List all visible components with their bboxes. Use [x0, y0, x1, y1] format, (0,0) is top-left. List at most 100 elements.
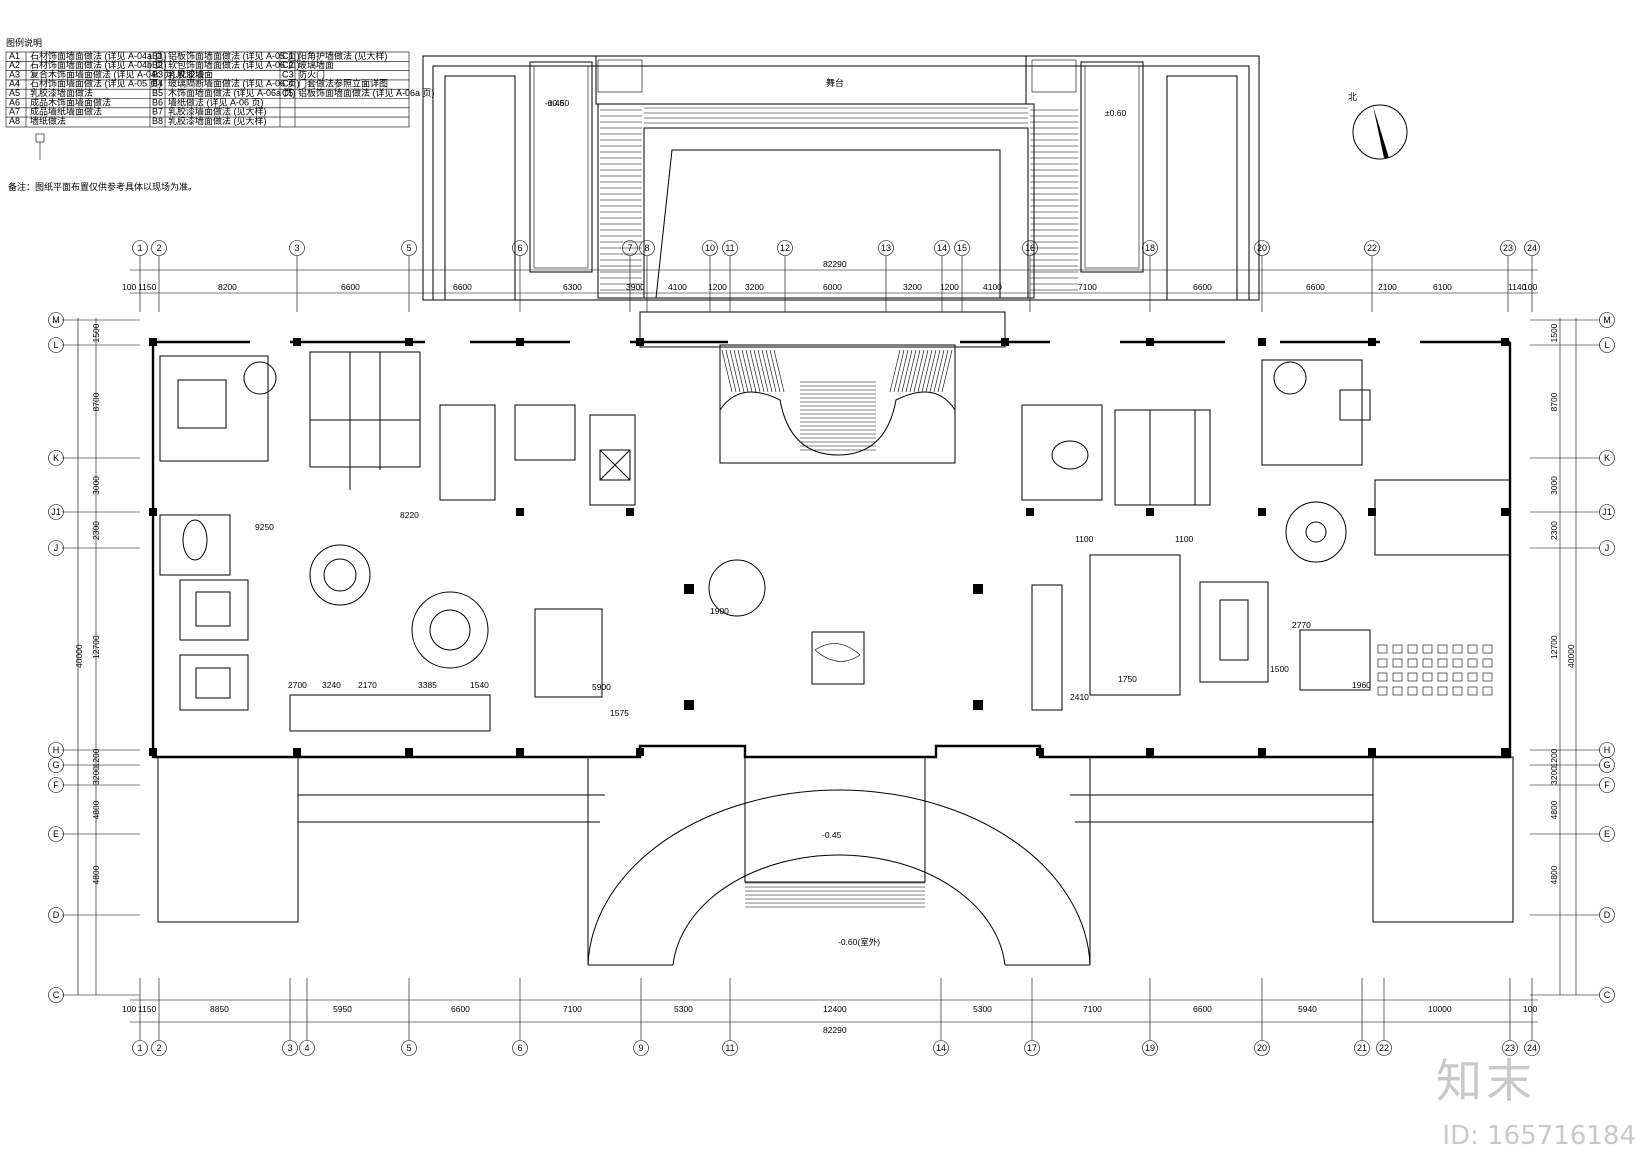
- axis-label: 22: [1379, 1043, 1389, 1053]
- legend-cell: 石材饰面墙面做法 (详见 A-04b 页): [30, 59, 167, 70]
- elev-label-2: -0.45: [545, 98, 565, 108]
- legend-cell: B7: [152, 107, 163, 117]
- legend-cell: A6: [9, 97, 20, 107]
- axis-bubble: [1024, 1040, 1040, 1056]
- axis-label: 21: [1357, 1043, 1367, 1053]
- axis-label: 11: [725, 1043, 734, 1053]
- axis-bubble: [1142, 1040, 1158, 1056]
- top-total: 82290: [823, 259, 847, 269]
- legend-cell: 乳胶漆墙面做法 (见大样): [168, 106, 267, 117]
- axis-bubble: [401, 240, 417, 256]
- dimension-text: 1200: [91, 748, 101, 767]
- legend-cell: 软包饰面墙面做法 (详见 A-06 页): [168, 59, 300, 70]
- axis-label: J1: [51, 507, 61, 517]
- axis-label: 12: [780, 243, 790, 253]
- dimension-text: 3000: [91, 476, 101, 495]
- dimension-text: 1200: [708, 282, 727, 292]
- stage-label: 舞台: [826, 77, 844, 88]
- dimension-text: 1500: [1270, 664, 1289, 674]
- axis-bubble: [1599, 826, 1615, 842]
- legend-cell: A8: [9, 116, 20, 126]
- structural-columns: [149, 338, 1509, 756]
- legend-cell: A4: [9, 79, 20, 89]
- axis-label: 22: [1367, 243, 1377, 253]
- watermark-brand: 知末: [1436, 1054, 1536, 1108]
- axis-label: C: [53, 990, 60, 1000]
- legend-cell: C1: [282, 51, 294, 61]
- axis-label: 23: [1503, 243, 1513, 253]
- legend-cell: 成品木饰面墙面做法: [30, 96, 111, 107]
- legend-cell: A1: [9, 51, 20, 61]
- dimension-text: 6100: [1433, 282, 1452, 292]
- legend-cell: 玻璃墙面: [298, 59, 334, 70]
- dimension-text: 3200: [903, 282, 922, 292]
- axis-bubble: [633, 1040, 649, 1056]
- dimension-text: 8850: [210, 1004, 229, 1014]
- entrance-ramp: [587, 756, 1091, 966]
- dimension-text: 3200: [91, 766, 101, 785]
- dimension-text: 1500: [91, 323, 101, 342]
- axis-label: D: [53, 910, 60, 920]
- axis-label: H: [1604, 745, 1611, 755]
- axis-label: 4: [304, 1043, 309, 1053]
- legend-cell: B8: [152, 116, 163, 126]
- axis-bubble: [132, 1040, 148, 1056]
- right-wing-rooms: [1021, 359, 1511, 711]
- note-text: 备注：图纸平面布置仅供参考具体以现场为准。: [8, 181, 197, 192]
- dimension-text: 12400: [823, 1004, 847, 1014]
- dimension-text: 1750: [1118, 674, 1137, 684]
- axis-label: 6: [517, 1043, 522, 1053]
- legend-cell: B5: [152, 88, 163, 98]
- svg-text:±0.60: ±0.60: [548, 98, 569, 108]
- legend-cell: 乳胶漆墙面: [168, 68, 213, 79]
- elev-label-1: -0.45: [822, 830, 842, 840]
- axis-bubble: [132, 240, 148, 256]
- legend-cell: B1: [152, 51, 163, 61]
- axis-bubble: [1599, 504, 1615, 520]
- legend-cell: 石材饰面墙面做法 (详见 A-05 页): [30, 78, 162, 89]
- axis-label: 14: [936, 1043, 946, 1053]
- axis-bubble: [48, 757, 64, 773]
- dimension-text: 10000: [1428, 1004, 1452, 1014]
- axis-label: J: [1605, 543, 1610, 553]
- axis-bubble: [512, 1040, 528, 1056]
- dimension-text: 4800: [1549, 800, 1559, 819]
- axis-label: J1: [1602, 507, 1612, 517]
- stage-block: 舞台 ±0.60 ±0.60: [422, 55, 1260, 301]
- legend-cell: A2: [9, 60, 20, 70]
- axis-label: 14: [937, 243, 947, 253]
- axis-label: 9: [638, 1043, 643, 1053]
- axis-label: 10: [705, 243, 715, 253]
- axis-label: 6: [517, 243, 522, 253]
- dimension-text: 3385: [418, 680, 437, 690]
- axis-label: 5: [406, 1043, 411, 1053]
- legend-cell: 玻璃隔断墙面做法 (详见 A-06 页): [168, 78, 300, 89]
- bottom-total: 82290: [823, 1025, 847, 1035]
- dimension-text: 1500: [1549, 323, 1559, 342]
- legend-cell: A3: [9, 69, 20, 79]
- axis-bubble: [282, 1040, 298, 1056]
- legend-cell: C3: [282, 69, 294, 79]
- dimension-text: 6300: [563, 282, 582, 292]
- axis-label: K: [53, 453, 59, 463]
- axis-bubble: [777, 240, 793, 256]
- axis-bubble: [1142, 240, 1158, 256]
- legend-cell: 铝板饰面墙面做法 (详见 A-06a 页): [298, 87, 435, 98]
- dimension-text: 5300: [973, 1004, 992, 1014]
- north-arrow: 北: [1348, 92, 1408, 160]
- axis-label: 2: [156, 1043, 161, 1053]
- dimension-text: 6600: [1306, 282, 1325, 292]
- dimension-text: 4100: [668, 282, 687, 292]
- right-total: 40000: [1566, 644, 1576, 668]
- dimension-text: 8700: [91, 392, 101, 411]
- dimension-text: 1200: [940, 282, 959, 292]
- dimension-text: 100: [1523, 1004, 1537, 1014]
- axis-label: 24: [1527, 243, 1537, 253]
- axis-bubble: [934, 240, 950, 256]
- legend-title: 图例说明: [6, 37, 42, 48]
- dimension-text: 2300: [91, 521, 101, 540]
- axis-bubble: [48, 987, 64, 1003]
- axis-bubble: [1599, 337, 1615, 353]
